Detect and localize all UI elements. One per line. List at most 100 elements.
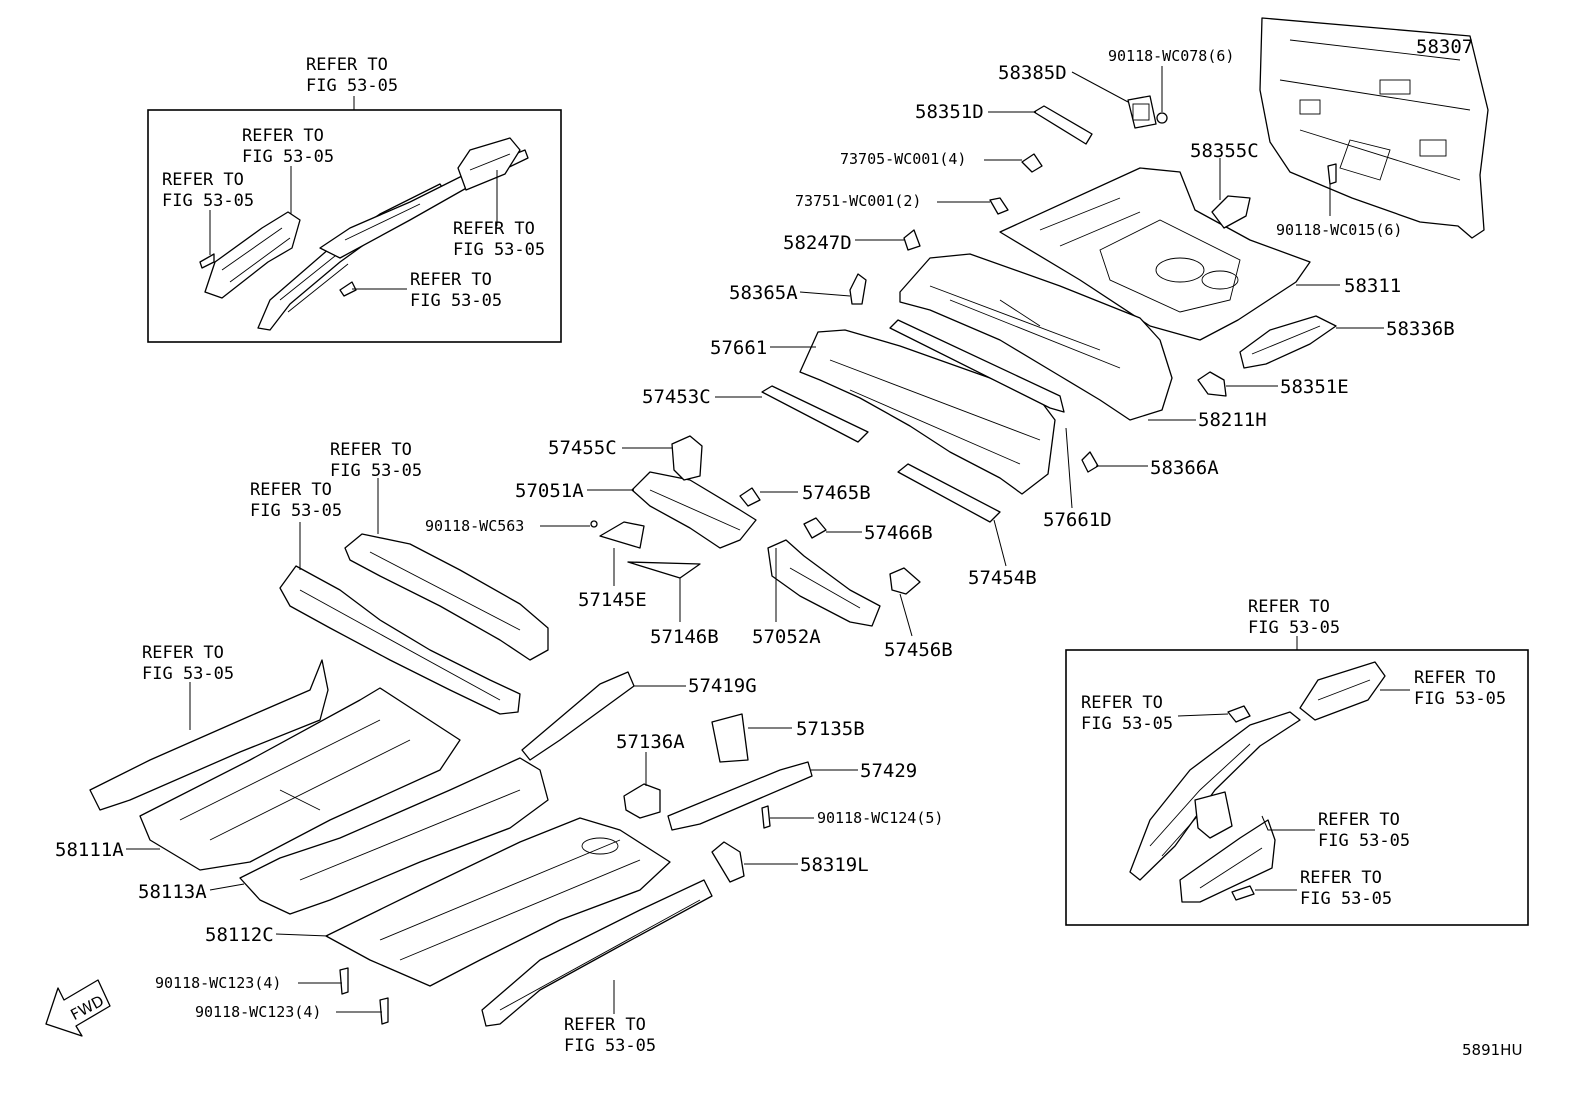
label-58247D: 58247D: [783, 232, 852, 254]
part-73751: [989, 197, 1009, 215]
refer-label: REFER TO: [1300, 868, 1382, 888]
label-58351E: 58351E: [1280, 376, 1349, 398]
part-57466B: [803, 517, 827, 539]
label-58319L: 58319L: [800, 854, 869, 876]
part-58365A: [849, 273, 867, 305]
refer-label: FIG 53-05: [1248, 618, 1340, 638]
refer-label: REFER TO: [453, 219, 535, 239]
refer-label: FIG 53-05: [453, 240, 545, 260]
label-57455C: 57455C: [548, 437, 617, 459]
label-57661D: 57661D: [1043, 509, 1112, 531]
refer-label: FIG 53-05: [410, 291, 502, 311]
label-58366A: 58366A: [1150, 457, 1219, 479]
part-58211H: [899, 253, 1173, 421]
label-58355C: 58355C: [1190, 140, 1259, 162]
part-73705: [1021, 153, 1043, 173]
part-57454B: [897, 463, 1001, 523]
refer-label: REFER TO: [142, 643, 224, 663]
part-90118-wc123-a: [339, 967, 349, 995]
part-58351D: [1033, 105, 1093, 145]
part-57455C: [671, 435, 703, 481]
refer-label: REFER TO: [162, 170, 244, 190]
part-58336B: [1239, 315, 1337, 369]
label-58113A: 58113A: [138, 881, 207, 903]
refer-label: REFER TO: [1414, 668, 1496, 688]
refer-label: REFER TO: [306, 55, 388, 75]
part-90118-wc123-b: [379, 997, 389, 1025]
label-73705: 73705-WC001(4): [840, 150, 966, 168]
label-58365A: 58365A: [729, 282, 798, 304]
part-57465B: [739, 487, 761, 507]
label-57419G: 57419G: [688, 675, 757, 697]
part-58112C: [325, 817, 671, 987]
part-sill-inner-right: [279, 565, 521, 715]
part-57135B: [711, 713, 749, 763]
part-58113A: [239, 757, 549, 915]
part-rocker-outer: [481, 879, 713, 1027]
label-90118-wc078: 90118-WC078(6): [1108, 47, 1234, 65]
refer-label: REFER TO: [242, 126, 324, 146]
refer-label: FIG 53-05: [250, 501, 342, 521]
label-58307: 58307: [1416, 36, 1473, 58]
label-57429: 57429: [860, 760, 917, 782]
label-90118-wc563: 90118-WC563: [425, 517, 524, 535]
part-57661: [799, 329, 1056, 495]
refer-label: FIG 53-05: [1414, 689, 1506, 709]
part-90118-wc124: [761, 805, 771, 829]
label-58351D: 58351D: [915, 101, 984, 123]
inset-front-frame: REFER TO FIG 53-05 REFER TO FIG 53-05 RE…: [147, 55, 562, 343]
part-57453C: [761, 385, 869, 443]
label-57051A: 57051A: [515, 480, 584, 502]
refer-label: REFER TO: [1318, 810, 1400, 830]
label-57453C: 57453C: [642, 386, 711, 408]
inset-rear-frame: REFER TO FIG 53-05 REFER TO FIG 53-05 RE…: [1065, 597, 1529, 926]
label-57454B: 57454B: [968, 567, 1037, 589]
diagram-code: 5891HU: [1462, 1041, 1522, 1059]
part-58319L: [711, 841, 745, 883]
fwd-arrow-icon: FWD: [45, 979, 111, 1037]
part-57052A: [767, 539, 881, 627]
refer-label: REFER TO: [1081, 693, 1163, 713]
refer-label: FIG 53-05: [306, 76, 398, 96]
label-57456B: 57456B: [884, 639, 953, 661]
label-57136A: 57136A: [616, 731, 685, 753]
refer-label: REFER TO: [250, 480, 332, 500]
label-57135B: 57135B: [796, 718, 865, 740]
refer-label: FIG 53-05: [162, 191, 254, 211]
refer-label: REFER TO: [410, 270, 492, 290]
part-57145E: [599, 521, 645, 549]
part-58311: [999, 167, 1311, 341]
refer-label: FIG 53-05: [142, 664, 234, 684]
part-90118-wc563: [590, 520, 598, 528]
label-73751: 73751-WC001(2): [795, 192, 921, 210]
label-58112C: 58112C: [205, 924, 274, 946]
part-90118-wc015: [1327, 163, 1337, 185]
label-58385D: 58385D: [998, 62, 1067, 84]
part-57456B: [889, 567, 921, 595]
part-58111A: [89, 659, 461, 871]
part-58247D: [903, 229, 921, 251]
label-90118-wc123-b: 90118-WC123(4): [195, 1003, 321, 1021]
label-58111A: 58111A: [55, 839, 124, 861]
part-58366A: [1081, 451, 1099, 473]
part-57146B: [627, 561, 701, 579]
part-58385D: [1127, 95, 1157, 129]
part-57661D: [889, 319, 1065, 413]
refer-label: FIG 53-05: [1300, 889, 1392, 909]
refer-label: REFER TO: [1248, 597, 1330, 617]
refer-label: FIG 53-05: [564, 1036, 656, 1056]
label-58336B: 58336B: [1386, 318, 1455, 340]
label-57466B: 57466B: [864, 522, 933, 544]
part-57429: [667, 761, 813, 831]
label-90118-wc124: 90118-WC124(5): [817, 809, 943, 827]
label-58311: 58311: [1344, 275, 1401, 297]
label-57661: 57661: [710, 337, 767, 359]
part-58355C: [1211, 195, 1251, 229]
label-57145E: 57145E: [578, 589, 647, 611]
part-sill-inner-left: [344, 533, 549, 661]
refer-label: REFER TO: [564, 1015, 646, 1035]
refer-label: FIG 53-05: [330, 461, 422, 481]
refer-label: FIG 53-05: [242, 147, 334, 167]
label-57052A: 57052A: [752, 626, 821, 648]
